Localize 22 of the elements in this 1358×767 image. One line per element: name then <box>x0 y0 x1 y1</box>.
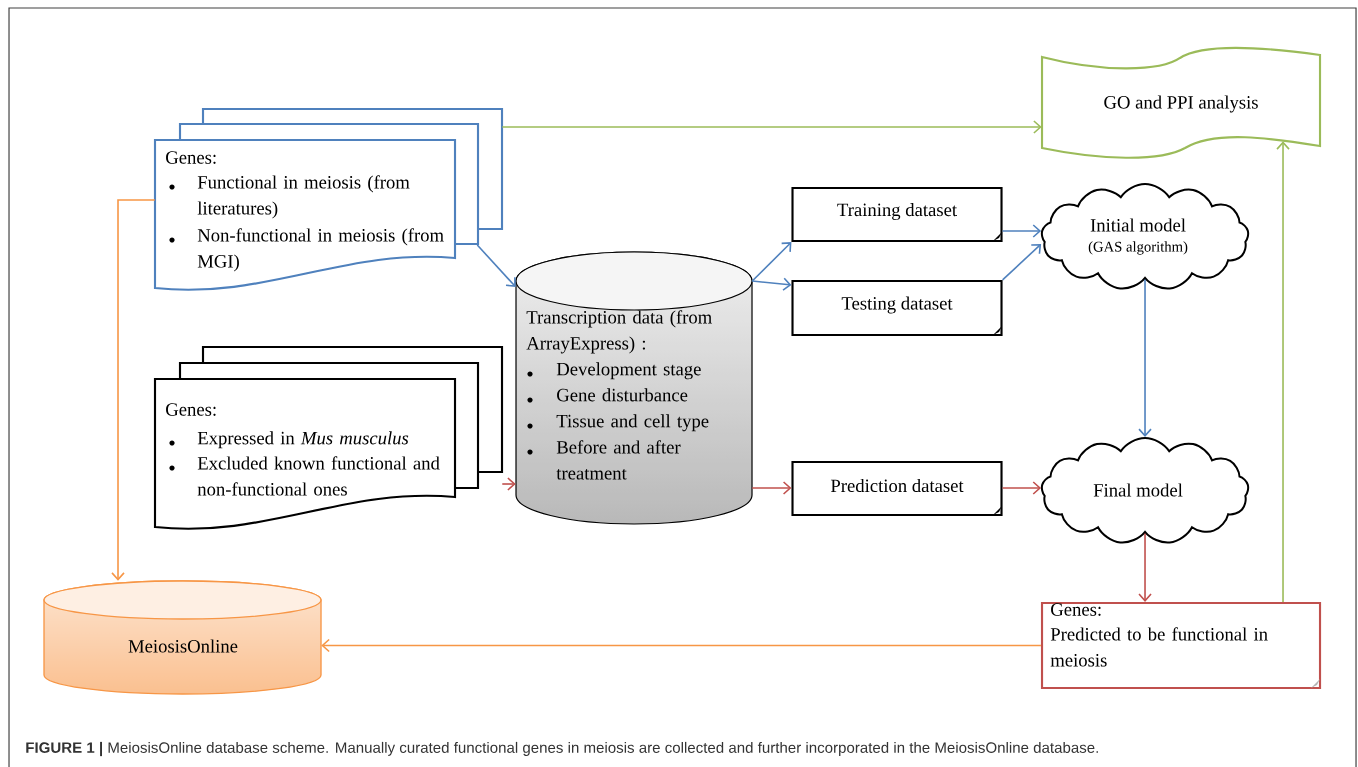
arrow <box>751 242 792 282</box>
arrow <box>111 199 156 581</box>
model-cloud: Final model <box>1040 437 1250 544</box>
arrow <box>1001 244 1042 281</box>
document-box: Genes: Predicted to be functional in meiosis <box>1040 601 1322 690</box>
model-cloud: Initial model (GAS algorithm) <box>1040 183 1250 290</box>
database-cylinder: Transcription data (from ArrayExpress) : Development stage Gene disturbance Tissue and cell type Before and after treatment <box>515 251 753 525</box>
arrow <box>1001 481 1042 495</box>
arrow <box>501 120 1042 134</box>
dataset-box: Testing dataset <box>791 279 1003 337</box>
arrow <box>321 638 1042 653</box>
arrow <box>751 481 792 495</box>
dataset-box: Training dataset <box>791 186 1003 243</box>
arrow <box>1001 224 1042 238</box>
document-stack: Genes: Functional in meiosis (from literatures) Non-functional in meiosis (from MGI) <box>153 107 504 291</box>
arrow <box>751 277 792 291</box>
arrow <box>476 244 516 287</box>
arrow <box>1276 141 1290 603</box>
dataset-box: Prediction dataset <box>791 460 1003 517</box>
document-stack: Genes: Expressed in Mus musculus Excluded known functional and non-functional ones <box>153 345 504 530</box>
figure-caption: FIGURE 1 | MeiosisOnline database scheme. Manually curated functional genes in meiosis are collected and further incorporated in the MeiosisOnline database. <box>26 741 1098 757</box>
database-cylinder: MeiosisOnline <box>43 580 322 695</box>
